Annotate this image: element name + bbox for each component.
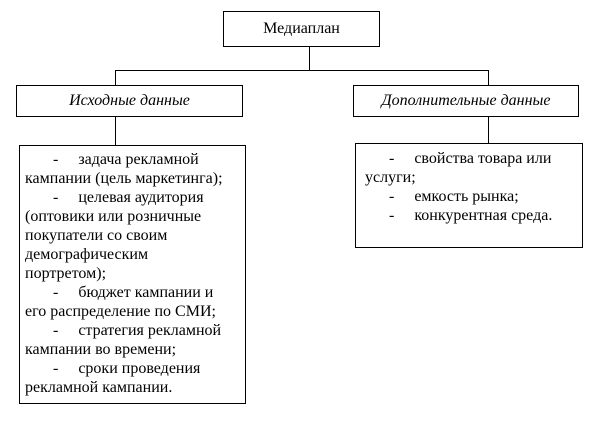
text-line: (оптовики или розничные (25, 208, 202, 225)
node-additional-data-label: Дополнительные данные (381, 92, 551, 109)
node-mediaplan-label: Медиаплан (263, 20, 340, 37)
text-line: рекламной кампании. (25, 379, 173, 396)
connector-horizontal (115, 70, 489, 71)
node-mediaplan: Медиаплан (223, 11, 380, 47)
text-line: услуги; (365, 169, 416, 186)
connector-root-vertical (309, 47, 310, 70)
text-line: демографическим (25, 246, 149, 263)
list-initial-data: - задача рекламной кампании (цель маркети… (19, 145, 246, 404)
text-line: покупатели со своим (25, 227, 168, 244)
text-line: - свойства товара или (365, 150, 552, 167)
connector-left-branch-down (115, 117, 116, 145)
text-line: портретом); (25, 265, 107, 282)
node-initial-data: Исходные данные (16, 85, 243, 117)
text-line: - конкурентная среда. (365, 207, 553, 224)
connector-right-branch-up (488, 70, 489, 85)
connector-left-branch-up (115, 70, 116, 85)
list-additional-data: - свойства товара или услуги; - емкость р… (355, 143, 583, 248)
text-line: - бюджет кампании и (25, 284, 214, 301)
connector-right-branch-down (488, 117, 489, 143)
text-line: - задача рекламной (25, 151, 199, 168)
text-line: кампании во времени; (25, 341, 177, 358)
text-line: - сроки проведения (25, 360, 201, 377)
text-line: его распределение по СМИ; (25, 303, 216, 320)
text-line: - стратегия рекламной (25, 322, 222, 339)
text-line: кампании (цель маркетинга); (25, 170, 223, 187)
node-initial-data-label: Исходные данные (69, 92, 190, 109)
node-additional-data: Дополнительные данные (353, 85, 579, 117)
text-line: - целевая аудитория (25, 189, 204, 206)
text-line: - емкость рынка; (365, 188, 519, 205)
